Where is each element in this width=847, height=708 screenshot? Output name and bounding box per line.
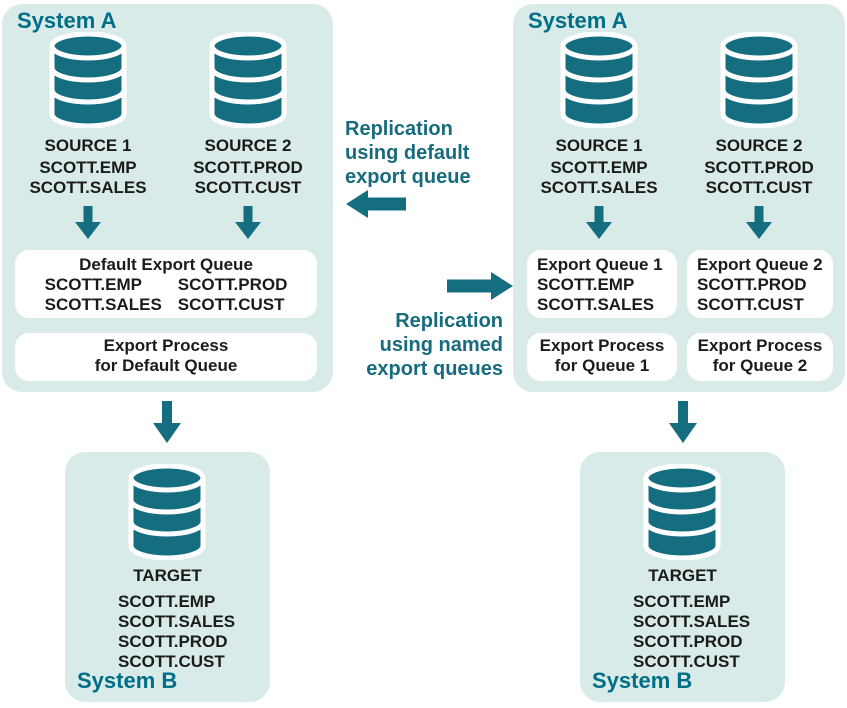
source-table: SCOTT.PROD [193, 158, 303, 177]
source-name: SOURCE 2 [204, 136, 292, 155]
process-line: for Queue 1 [554, 356, 650, 375]
right-source-1-group: SOURCE 1 SCOTT.EMP SCOTT.SALES [540, 32, 658, 239]
caption-line: Replication [345, 118, 453, 140]
queue-table: SCOTT.PROD [697, 275, 807, 294]
target-table: SCOTT.EMP [118, 592, 216, 611]
process-line: for Default Queue [94, 356, 238, 375]
source-table: SCOTT.PROD [704, 158, 814, 177]
down-arrow-icon [235, 206, 261, 239]
system-a-label: System A [528, 8, 628, 33]
right-system-b-panel: TARGET SCOTT.EMP SCOTT.SALES SCOTT.PROD … [580, 452, 785, 702]
down-arrow-icon [746, 206, 772, 239]
source-table: SCOTT.SALES [29, 178, 147, 197]
queue-table: SCOTT.EMP [44, 275, 142, 294]
left-source-1-group: SOURCE 1 SCOTT.EMP SCOTT.SALES [29, 32, 147, 239]
caption-line: Replication [395, 310, 503, 332]
database-icon [557, 32, 641, 128]
down-arrow-icon [669, 401, 697, 443]
queue-table: SCOTT.SALES [537, 295, 655, 314]
caption-line: using default [345, 142, 470, 164]
right-system-a-panel: System A SOURCE 1 SCOTT.EMP SCOTT.SALES … [513, 4, 845, 392]
left-system-b-panel: TARGET SCOTT.EMP SCOTT.SALES SCOTT.PROD … [65, 452, 270, 702]
system-a-label: System A [17, 8, 117, 33]
target-table: SCOTT.CUST [633, 652, 740, 671]
system-b-label: System B [592, 668, 693, 693]
caption-line: using named [379, 334, 503, 356]
down-arrow-icon [586, 206, 612, 239]
source-table: SCOTT.EMP [39, 158, 137, 177]
queue-table: SCOTT.PROD [177, 275, 288, 294]
queue-table: SCOTT.SALES [44, 295, 162, 314]
source-table: SCOTT.SALES [540, 178, 658, 197]
caption-line: export queue [345, 166, 471, 188]
database-icon [206, 32, 290, 128]
target-table: SCOTT.SALES [118, 612, 236, 631]
target-table: SCOTT.PROD [118, 632, 228, 651]
default-export-process-box: Export Process for Default Queue [15, 333, 317, 381]
source-name: SOURCE 1 [555, 136, 643, 155]
down-arrow-icon [153, 401, 181, 443]
queue-table: SCOTT.CUST [697, 295, 804, 314]
right-source-2-group: SOURCE 2 SCOTT.PROD SCOTT.CUST [701, 32, 817, 239]
source-name: SOURCE 2 [715, 136, 803, 155]
export-queue-2-box: Export Queue 2 SCOTT.PROD SCOTT.CUST [687, 250, 833, 318]
target-name: TARGET [133, 566, 202, 585]
database-icon [717, 32, 801, 128]
down-arrow-icon [75, 206, 101, 239]
queue-box-title: Default Export Queue [79, 255, 253, 274]
export-process-2-box: Export Process for Queue 2 [687, 333, 833, 381]
source-table: SCOTT.CUST [194, 178, 302, 197]
right-arrow-icon [447, 272, 513, 300]
default-export-queue-box: Default Export Queue SCOTT.EMP SCOTT.SAL… [15, 250, 317, 318]
target-name: TARGET [648, 566, 717, 585]
left-source-2-group: SOURCE 2 SCOTT.PROD SCOTT.CUST [190, 32, 306, 239]
source-table: SCOTT.CUST [705, 178, 813, 197]
queue-box-title: Export Queue 1 [537, 255, 663, 274]
queue-box-title: Export Queue 2 [697, 255, 823, 274]
process-line: for Queue 2 [712, 356, 808, 375]
source-name: SOURCE 1 [44, 136, 132, 155]
queue-table: SCOTT.EMP [537, 275, 635, 294]
source-table: SCOTT.EMP [550, 158, 648, 177]
database-icon [46, 32, 130, 128]
left-system-a-panel: System A SOURCE 1 SCOTT.EMP SCOTT.SALES … [2, 4, 333, 392]
process-line: Export Process [103, 336, 229, 355]
database-icon [125, 464, 209, 560]
queue-table: SCOTT.CUST [177, 295, 285, 314]
replication-default-caption: Replication using default export queue [345, 117, 471, 189]
process-line: Export Process [697, 336, 823, 355]
caption-line: export queues [366, 358, 503, 380]
export-queue-1-box: Export Queue 1 SCOTT.EMP SCOTT.SALES [527, 250, 677, 318]
export-process-1-box: Export Process for Queue 1 [527, 333, 677, 381]
process-line: Export Process [539, 336, 665, 355]
replication-named-caption: Replication using named export queues [340, 309, 503, 381]
database-icon [640, 464, 724, 560]
target-table: SCOTT.CUST [118, 652, 225, 671]
system-b-label: System B [77, 668, 178, 693]
target-table: SCOTT.EMP [633, 592, 731, 611]
target-table: SCOTT.SALES [633, 612, 751, 631]
target-table: SCOTT.PROD [633, 632, 743, 651]
left-arrow-icon [346, 190, 406, 218]
